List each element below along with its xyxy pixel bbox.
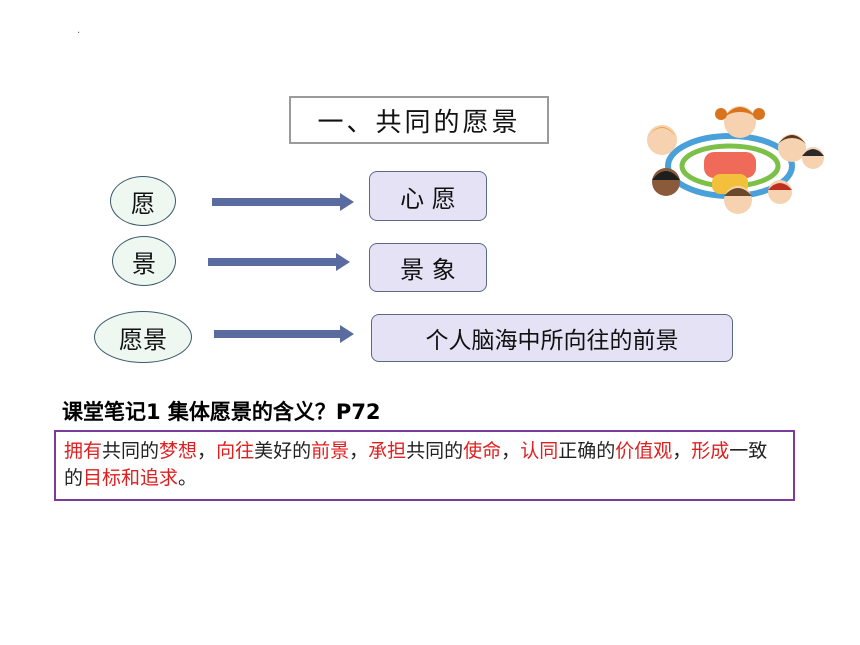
arrow-right-icon — [214, 325, 354, 343]
note-text: ， — [672, 440, 692, 462]
note-keyword: 目标和追求 — [83, 467, 179, 489]
note-text: 正确的 — [558, 440, 616, 462]
note-text: 共同的 — [406, 440, 464, 462]
note-keyword: 前景 — [311, 440, 350, 462]
note-keyword: 认同 — [520, 440, 559, 462]
note-text: 。 — [178, 467, 198, 489]
child-head-bottom-left — [652, 168, 680, 196]
arrow-right-icon — [208, 253, 350, 271]
meaning-box-jingxiang: 景 象 — [369, 243, 487, 292]
meaning-box-xinyuan: 心 愿 — [369, 171, 487, 221]
note-text: ， — [197, 440, 217, 462]
note-text: ， — [501, 440, 521, 462]
note-keyword: 形成 — [691, 440, 730, 462]
term-oval-yuanjing: 愿景 — [94, 311, 192, 363]
note-text: 美好的 — [254, 440, 312, 462]
section-title: 一、共同的愿景 — [289, 96, 549, 144]
note-text: 一致的 — [64, 440, 768, 489]
note-keyword: 承担 — [368, 440, 407, 462]
child-head-bottom-right — [768, 180, 792, 204]
child-head-bottom — [724, 186, 752, 214]
note-text: ， — [349, 440, 369, 462]
meaning-box-vision: 个人脑海中所向往的前景 — [371, 314, 733, 362]
note-keyword: 梦想 — [159, 440, 198, 462]
child-head-left — [647, 125, 677, 155]
term-oval-jing: 景 — [112, 236, 176, 286]
note-keyword: 使命 — [463, 440, 502, 462]
note-keyword: 向往 — [216, 440, 255, 462]
term-oval-yuan: 愿 — [110, 176, 176, 226]
note-keyword: 拥有 — [64, 440, 103, 462]
children-circle-illustration — [647, 106, 824, 214]
arrow-right-icon — [212, 193, 354, 211]
page-marker: · — [77, 28, 81, 39]
child-head-right — [778, 134, 806, 162]
note-text: 共同的 — [102, 440, 160, 462]
note-heading: 课堂笔记1 集体愿景的含义？P72 — [62, 400, 381, 424]
note-keyword: 价值观 — [615, 440, 673, 462]
child-head-right-far — [802, 147, 824, 169]
child-head-top — [715, 106, 765, 138]
note-box: 拥有共同的梦想，向往美好的前景，承担共同的使命，认同正确的价值观，形成一致的目标… — [54, 430, 795, 501]
